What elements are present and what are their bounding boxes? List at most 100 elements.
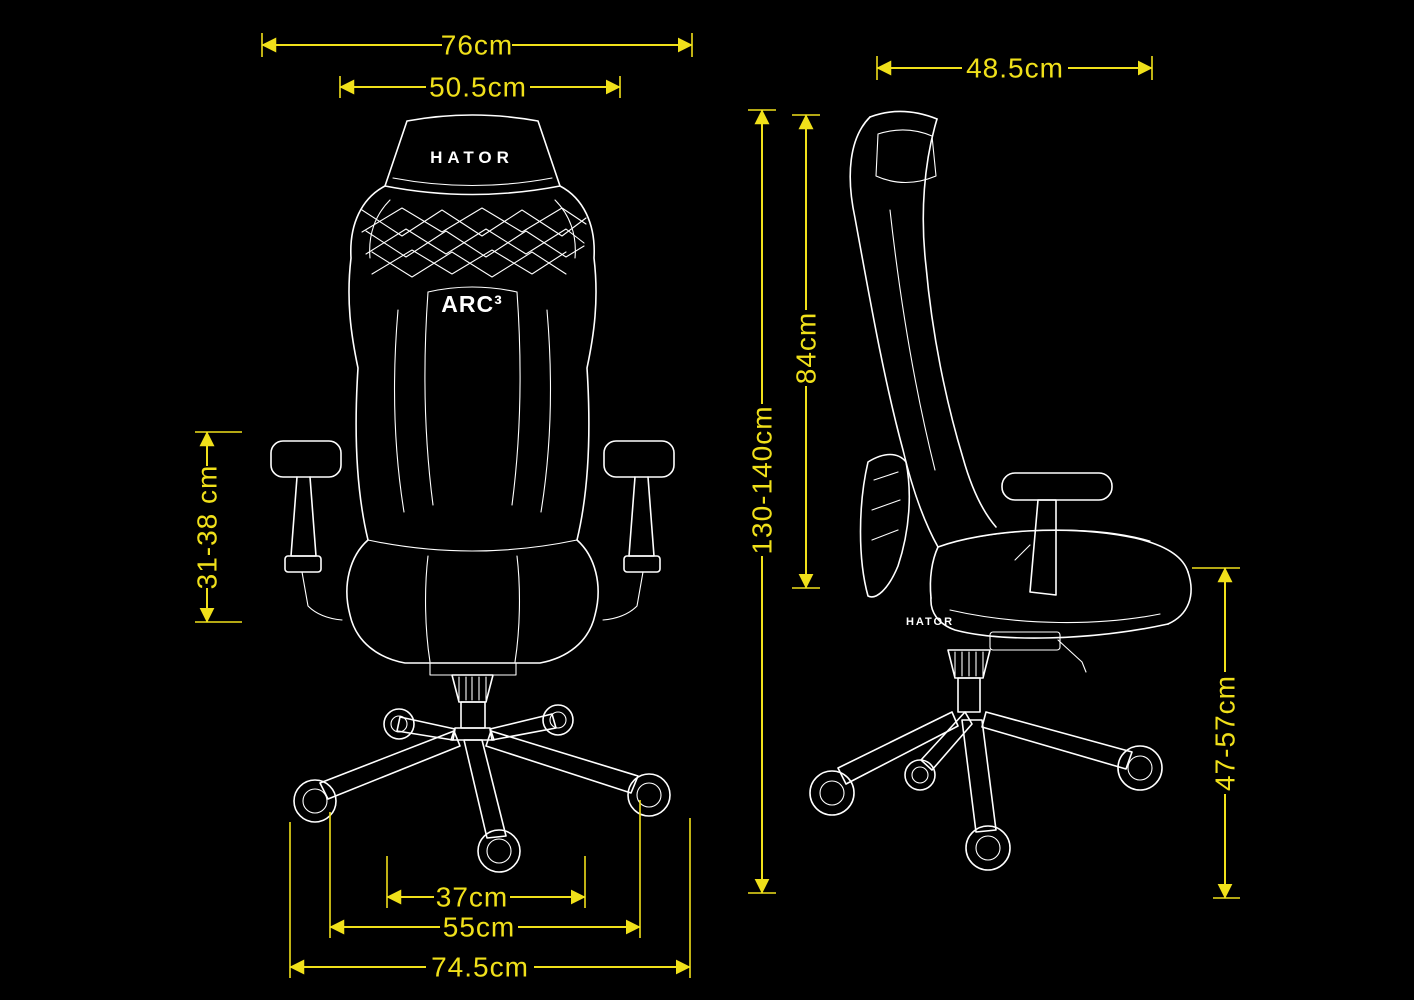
wing-outline — [859, 453, 911, 598]
armrest-post — [290, 476, 317, 557]
front-base — [293, 704, 671, 873]
front-center-panel-left-seam — [424, 291, 434, 506]
dimension-label-seat-width: 55cm — [443, 912, 515, 943]
side-underseat-mech — [989, 631, 1061, 651]
dimension-label-overall-width: 76cm — [441, 30, 513, 61]
armrest-attach — [602, 571, 644, 621]
side-base — [809, 711, 1163, 871]
caster-wheel — [965, 825, 1011, 871]
base-leg — [319, 730, 461, 800]
side-backrest-seam — [889, 209, 936, 471]
front-side-seam-right — [540, 309, 551, 513]
front-seat-seam-right — [514, 555, 520, 663]
armrest-pad — [270, 440, 342, 478]
dimension-label-base-outer-width: 74.5cm — [431, 952, 529, 983]
gas-lift-cylinder — [957, 677, 981, 713]
base-leg — [396, 716, 456, 741]
dimension-backrest-height: 84cm — [791, 114, 822, 589]
front-backrest-model-text: ARC³ — [441, 291, 503, 317]
front-gas-lift — [451, 674, 494, 729]
front-backrest-right-edge — [559, 185, 597, 541]
gas-lift-cylinder — [460, 701, 486, 729]
side-gas-lift — [947, 649, 991, 713]
dimension-overall-height: 130-140cm — [747, 109, 778, 894]
base-leg — [961, 719, 997, 833]
front-backrest-left-edge — [348, 185, 386, 541]
base-leg — [981, 711, 1133, 770]
dimension-label-seat-depth: 48.5cm — [966, 53, 1064, 84]
dimension-base-outer-width: 74.5cm — [289, 818, 691, 983]
dimension-label-overall-height: 130-140cm — [747, 405, 778, 554]
wing-hatch — [871, 471, 901, 541]
caster-wheel — [477, 829, 521, 873]
front-headrest-seam — [392, 177, 553, 187]
base-leg — [837, 711, 959, 785]
stitch-line — [371, 251, 567, 278]
dimension-overall-width: 76cm — [261, 30, 693, 61]
dimension-base-inner-width: 37cm — [386, 856, 586, 913]
side-view-chair-drawing: HATOR — [809, 110, 1192, 871]
gas-lift-cone — [451, 674, 494, 703]
gas-lift-ribs — [954, 651, 984, 677]
caster-wheel — [542, 704, 574, 736]
front-lumbar-seam — [367, 539, 578, 552]
stitch-line — [365, 230, 585, 258]
dimension-backrest-width: 50.5cm — [339, 72, 621, 103]
armrest-post — [628, 476, 655, 557]
front-center-panel-top-seam — [427, 286, 518, 293]
side-seat-seam — [961, 529, 1151, 542]
dimension-label-armrest-height: 31-38 cm — [192, 465, 223, 590]
front-left-armrest — [270, 440, 343, 621]
dimension-label-seat-height: 47-57cm — [1210, 675, 1241, 791]
side-headrest-top — [869, 110, 938, 120]
dimension-armrest-height: 31-38 cm — [192, 431, 242, 623]
front-seat-outline — [346, 539, 599, 664]
armrest-lever — [1014, 544, 1031, 561]
armrest-pad — [1001, 472, 1113, 501]
front-headrest-brand-text: HATOR — [430, 148, 514, 167]
dimension-label-base-inner-width: 37cm — [436, 882, 508, 913]
side-backrest-front-edge — [922, 118, 997, 528]
stitch-line — [361, 207, 587, 233]
front-right-armrest — [602, 440, 675, 621]
caster-wheel — [293, 779, 337, 823]
side-seat-back — [929, 546, 939, 599]
gas-lift-ribs — [458, 676, 487, 701]
dimension-seat-height: 47-57cm — [1192, 567, 1241, 899]
caster-wheel — [627, 773, 671, 817]
base-leg — [489, 713, 557, 741]
dimension-seat-depth: 48.5cm — [876, 53, 1153, 84]
front-view-chair-drawing: HATOR ARC³ — [270, 114, 675, 873]
base-leg — [463, 739, 507, 839]
side-tilt-lever — [1057, 639, 1087, 673]
side-armrest — [1001, 472, 1113, 596]
gas-lift-cone — [947, 649, 991, 679]
side-seat-brand-text: HATOR — [906, 616, 954, 628]
side-seat-top — [937, 529, 1189, 573]
dimension-label-backrest-height: 84cm — [791, 312, 822, 384]
front-seat-seam-left — [425, 555, 431, 663]
side-wing-panel — [859, 453, 911, 598]
armrest-base — [284, 555, 322, 573]
armrest-pad — [603, 440, 675, 478]
caster-wheel — [1117, 745, 1163, 791]
caster-wheel — [383, 708, 415, 740]
dimension-seat-width: 55cm — [329, 800, 641, 943]
base-leg — [485, 730, 639, 794]
side-backrest-back-edge — [849, 116, 939, 548]
dimension-label-backrest-width: 50.5cm — [429, 72, 527, 103]
stitch-line — [365, 228, 585, 255]
side-headrest-panel — [875, 129, 937, 184]
side-seat-seam — [949, 609, 1161, 624]
armrest-post — [1029, 499, 1057, 596]
caster-wheel — [809, 770, 855, 816]
stitch-line — [371, 249, 567, 275]
stitch-line — [361, 209, 587, 237]
side-seat-bottom — [930, 597, 1169, 639]
side-seat-front — [1167, 571, 1192, 625]
armrest-base — [623, 555, 661, 573]
front-center-panel-right-seam — [511, 291, 521, 506]
base-leg — [920, 711, 973, 771]
